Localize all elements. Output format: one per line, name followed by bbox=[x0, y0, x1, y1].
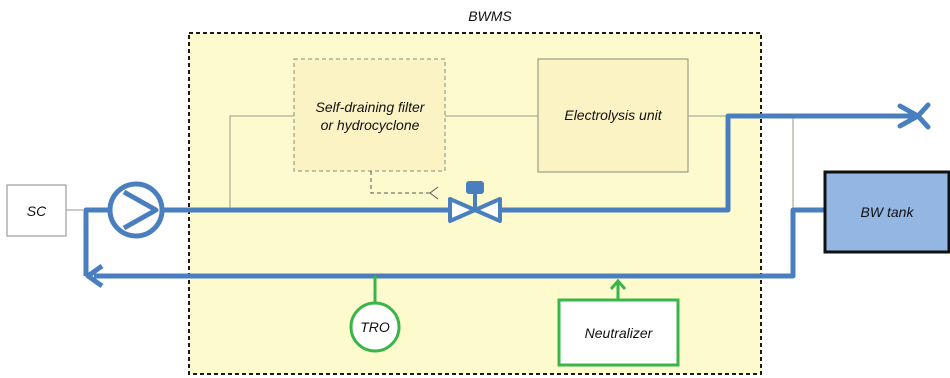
pipes bbox=[83, 113, 915, 279]
thin-lines bbox=[66, 115, 794, 211]
valve-icon bbox=[448, 181, 502, 223]
sc-box bbox=[6, 184, 67, 237]
tro-sensor bbox=[349, 276, 401, 353]
bw-tank-box bbox=[823, 170, 950, 254]
return-arrow-icon bbox=[85, 263, 104, 289]
bw-tank-label: BW tank bbox=[860, 204, 914, 220]
tro-label: TRO bbox=[360, 319, 390, 335]
outlet-nozzle-icon bbox=[897, 102, 931, 130]
electrolysis-label: Electrolysis unit bbox=[564, 107, 662, 123]
bwms-title: BWMS bbox=[468, 8, 512, 24]
sc-label: SC bbox=[26, 203, 47, 219]
neutralizer-label: Neutralizer bbox=[584, 325, 653, 341]
drain-line bbox=[370, 171, 439, 200]
filter-label: Self-draining filter or hydrocyclone bbox=[296, 98, 444, 134]
filter-label-line1: Self-draining filter bbox=[315, 99, 425, 115]
filter-box bbox=[293, 58, 446, 172]
pump-icon bbox=[107, 181, 165, 239]
neutralizer-unit bbox=[557, 278, 680, 367]
filter-label-line2: or hydrocyclone bbox=[320, 117, 420, 133]
